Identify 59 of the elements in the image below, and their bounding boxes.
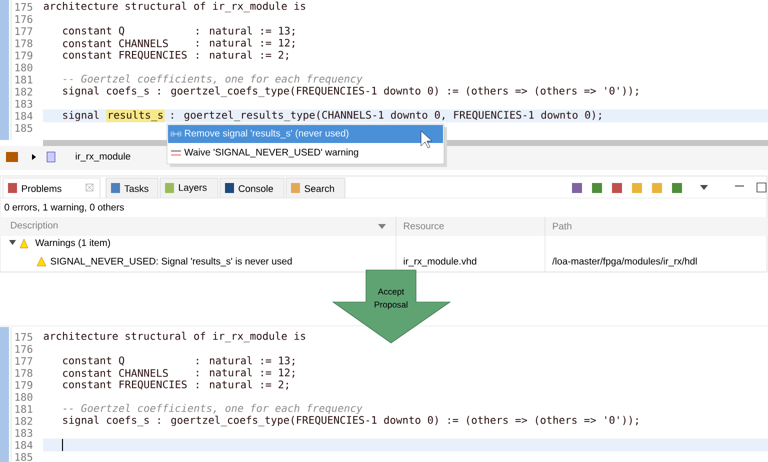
tree-item: Warnings (1 item) — [35, 239, 110, 248]
code-text: : natural := 2; — [196, 50, 288, 60]
line-number: 176 — [15, 15, 32, 24]
code-text: signal coefs_s : goertzel_coefs_type(FREQUENCIES-1 downto 0) := (others => (others => '0')); — [63, 416, 638, 426]
tab: Search — [286, 178, 346, 198]
code-text: constant FREQUENCIES — [63, 50, 187, 60]
code-text: architecture structural of ir_rx_module is — [44, 2, 306, 12]
highlighted-code: results_s — [106, 110, 165, 122]
code-text: signal — [63, 110, 99, 121]
table-cell: /loa-master/fpga/modules/ir_rx/hdl — [552, 258, 697, 266]
code-text: : natural := 13; — [196, 356, 294, 366]
line-number: 176 — [15, 345, 32, 353]
code-text: constant CHANNELS — [63, 369, 168, 377]
line-number: 178 — [15, 369, 32, 377]
code-comment: -- Goertzel coefficients, one for each frequency — [64, 74, 363, 85]
tab: Layers — [160, 178, 218, 198]
line-number: 175 — [15, 3, 32, 11]
code-text: constant Q — [63, 356, 124, 366]
code-text: constant CHANNELS — [63, 39, 168, 48]
line-number: 183 — [15, 100, 32, 108]
tab: Problems — [2, 178, 100, 198]
line-number: 180 — [15, 64, 32, 72]
line-number: 175 — [15, 333, 32, 341]
line-number: 180 — [15, 393, 32, 401]
line-number: 177 — [15, 27, 32, 35]
column-header: Resource — [404, 222, 444, 230]
code-text: constant Q — [63, 26, 124, 36]
code-text: : natural := 12; — [196, 368, 294, 378]
code-text: signal coefs_s : goertzel_coefs_type(FREQUENCIES-1 downto 0) := (others => (others => '0')); — [63, 86, 638, 97]
line-number: 178 — [15, 39, 32, 48]
tab: Tasks — [106, 178, 158, 198]
code-text: constant FREQUENCIES — [63, 380, 187, 390]
line-number: 184 — [15, 441, 32, 449]
line-number: 185 — [15, 124, 32, 132]
menu-item: Remove signal 'results_s' (never used) — [185, 130, 348, 138]
line-number: 182 — [15, 417, 32, 425]
tab: Console — [220, 178, 284, 198]
line-number: 181 — [15, 76, 32, 84]
line-number: 179 — [15, 381, 32, 389]
line-number: 182 — [15, 88, 32, 96]
code-text: : natural := 12; — [196, 38, 294, 48]
table-cell: ir_rx_module.vhd — [404, 258, 476, 266]
line-number: 177 — [15, 357, 32, 365]
line-number: 179 — [15, 51, 32, 60]
status-text: 0 errors, 1 warning, 0 others — [4, 204, 124, 212]
code-text: architecture structural of ir_rx_module is — [44, 332, 306, 342]
table-cell: SIGNAL_NEVER_USED: Signal 'results_s' is never used — [50, 258, 292, 266]
code-text: : natural := 13; — [196, 26, 294, 36]
line-number: 183 — [15, 429, 32, 437]
code-text: : goertzel_results_type(CHANNELS-1 downto 0, FREQUENCIES-1 downto 0); — [172, 110, 601, 122]
line-number: 185 — [15, 453, 32, 461]
line-number: 181 — [15, 405, 32, 413]
column-header: Description — [11, 222, 58, 230]
code-comment: -- Goertzel coefficients, one for each frequency — [64, 404, 363, 414]
line-number: 184 — [15, 112, 32, 120]
breadcrumb-text: ir_rx_module — [76, 152, 130, 162]
menu-item: Waive 'SIGNAL_NEVER_USED' warning — [184, 148, 358, 158]
code-text: : natural := 2; — [196, 380, 288, 390]
column-header: Path — [552, 222, 572, 230]
